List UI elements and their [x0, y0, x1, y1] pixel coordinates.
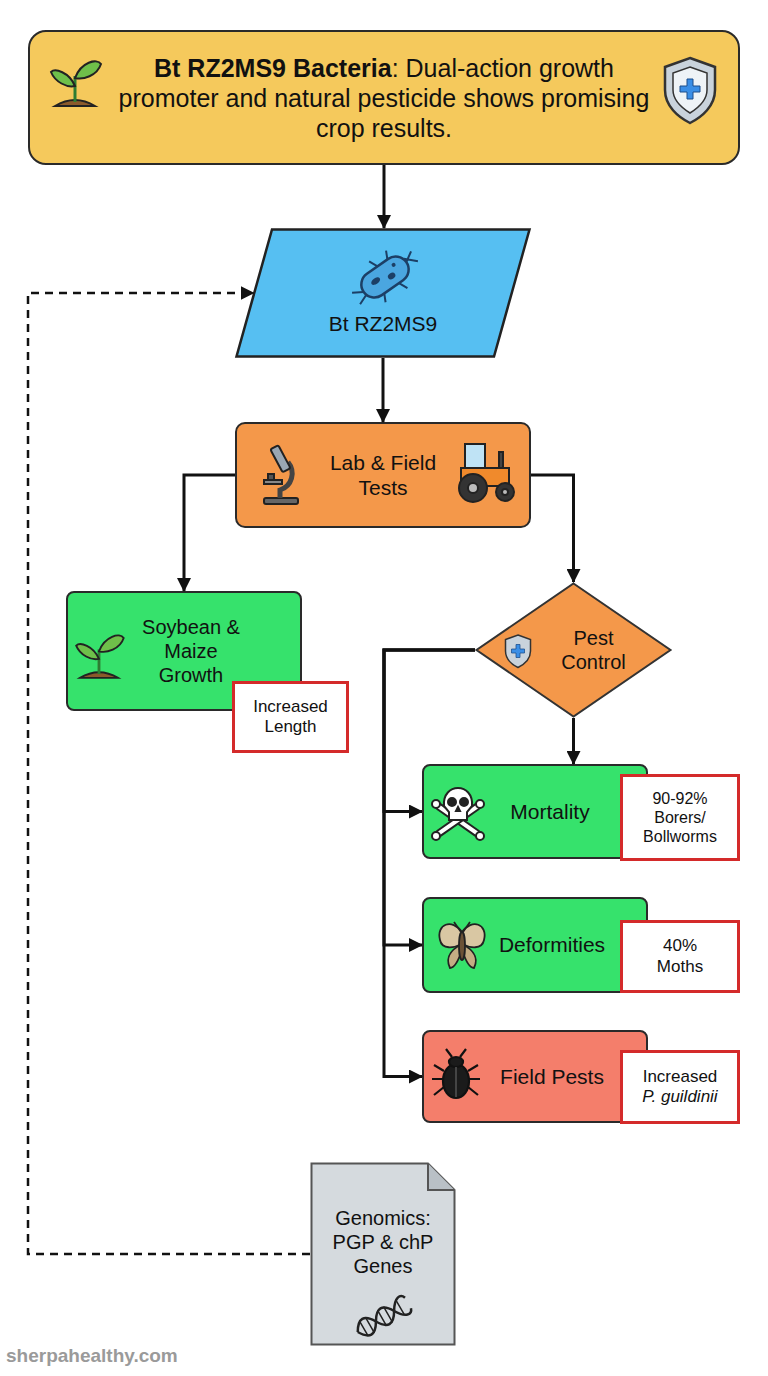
text-group: Bt RZ2MS9 Bacteria: Dual-action growth p… [118, 53, 650, 143]
node-text: Bt RZ2MS9 Bacteria [154, 54, 392, 82]
node-text: Bt RZ2MS9 [329, 311, 438, 336]
folded-corner [428, 1164, 455, 1191]
node-text: Increased [642, 1067, 717, 1087]
diamond-shape [477, 584, 671, 717]
text-group: Pest Control [545, 626, 642, 674]
text-group: Genomics: PGP & chP Genes [320, 1206, 446, 1278]
connector-arrow [572, 718, 575, 764]
document-shape-outline [312, 1164, 455, 1345]
connector-arrow [531, 475, 574, 582]
text-group: Bt RZ2MS9 [329, 311, 438, 336]
node-text: Pest Control [545, 626, 642, 674]
connector-arrow [383, 165, 386, 228]
text-group: Mortality [510, 799, 589, 824]
node-text: Deformities [499, 932, 605, 957]
node-text: Lab & Field Tests [317, 450, 449, 500]
text-group: Field Pests [500, 1064, 604, 1089]
text-group: Increased Length [243, 697, 338, 738]
node-text: Increased Length [243, 697, 338, 738]
node-text: Mortality [510, 799, 589, 824]
document-shape: Genomics: PGP & chP Genes [310, 1162, 456, 1346]
input-parallelogram-outline [235, 228, 531, 358]
text-group: Deformities [499, 932, 605, 957]
node-text: Soybean & Maize Growth [138, 615, 244, 687]
decision-diamond-outline [475, 582, 672, 718]
title-box: Bt RZ2MS9 Bacteria: Dual-action growth p… [28, 30, 740, 165]
result-box: Field Pests [422, 1030, 648, 1123]
text-group: Lab & Field Tests [317, 450, 449, 500]
node-text: P. guildinii [642, 1087, 717, 1107]
text-group: 40% Moths [653, 936, 707, 977]
callout-box: Increased Length [232, 681, 349, 753]
node-text: Genomics: PGP & chP Genes [320, 1206, 446, 1278]
parallelogram-shape [237, 230, 530, 357]
watermark-text: sherpahealthy.com [6, 1345, 178, 1367]
callout-box: 90-92% Borers/ Bollworms [620, 774, 740, 861]
process-box: Lab & Field Tests [235, 422, 531, 528]
callout-box: 40% Moths [620, 920, 740, 993]
connector-arrow [382, 358, 385, 422]
text-group: Soybean & Maize Growth [138, 615, 244, 687]
node-text: 90-92% Borers/ Bollworms [633, 789, 727, 847]
node-text: 40% Moths [653, 936, 707, 977]
input-parallelogram: Bt RZ2MS9 [235, 228, 531, 358]
callout-box: IncreasedP. guildinii [620, 1050, 740, 1124]
text-group: 90-92% Borers/ Bollworms [633, 789, 727, 847]
result-box: Deformities [422, 897, 648, 993]
decision-diamond: Pest Control [475, 582, 672, 718]
document-shape-outline [310, 1162, 456, 1346]
node-text: Field Pests [500, 1064, 604, 1089]
connector-arrow [384, 650, 475, 1077]
result-box: Mortality [422, 764, 648, 859]
connector-arrow [184, 475, 235, 591]
text-group: IncreasedP. guildinii [642, 1067, 717, 1108]
